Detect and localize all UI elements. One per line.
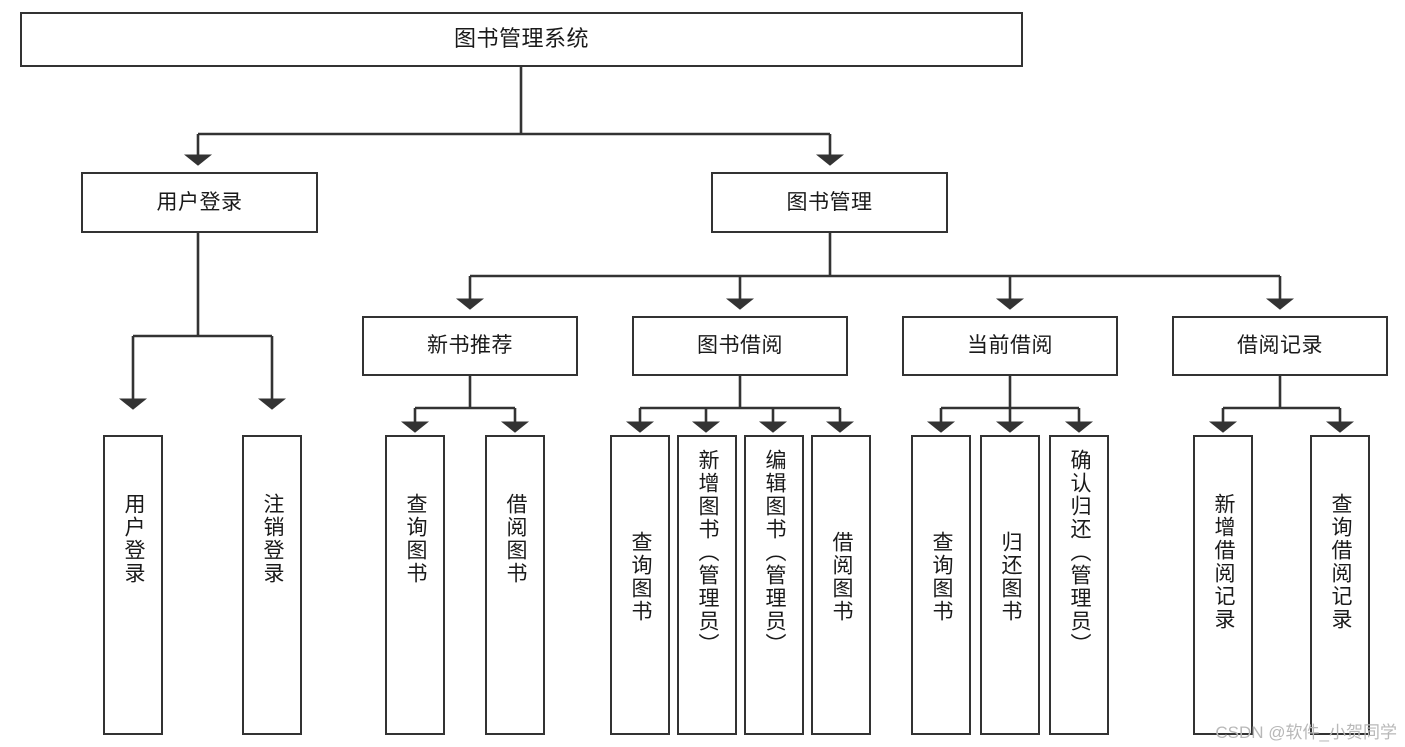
node-label: 确认归还（管理员） (1068, 449, 1092, 656)
node-label: 编辑图书（管理员） (763, 449, 787, 656)
edges-root (183, 67, 845, 166)
node-label: 图书借阅 (697, 334, 783, 358)
leaf-add-borrow-record[interactable]: 新增借阅记录 (1193, 435, 1253, 735)
leaf-logout[interactable]: 注销登录 (242, 435, 302, 735)
leaf-query-book-borrow[interactable]: 查询图书 (610, 435, 670, 735)
node-root-system[interactable]: 图书管理系统 (20, 12, 1023, 67)
edges-book-borrow (625, 376, 855, 433)
node-current-borrow[interactable]: 当前借阅 (902, 316, 1118, 376)
node-label: 图书管理系统 (453, 26, 589, 52)
node-label: 借阅图书 (504, 493, 528, 585)
leaf-query-book-current[interactable]: 查询图书 (911, 435, 971, 735)
leaf-query-borrow-record[interactable]: 查询借阅记录 (1310, 435, 1370, 735)
leaf-edit-book-admin[interactable]: 编辑图书（管理员） (744, 435, 804, 735)
node-label: 借阅记录 (1237, 334, 1323, 358)
node-label: 查询图书 (629, 531, 653, 623)
edges-borrow-record (1208, 376, 1355, 433)
edges-new-book-rec (400, 376, 530, 433)
leaf-borrow-book-borrow[interactable]: 借阅图书 (811, 435, 871, 735)
edges-book-manage (455, 233, 1295, 310)
leaf-user-login[interactable]: 用户登录 (103, 435, 163, 735)
node-label: 查询图书 (404, 493, 428, 585)
node-user-login[interactable]: 用户登录 (81, 172, 318, 233)
leaf-confirm-return-admin[interactable]: 确认归还（管理员） (1049, 435, 1109, 735)
node-label: 用户登录 (122, 493, 146, 585)
node-label: 用户登录 (156, 190, 243, 214)
node-label: 新书推荐 (427, 334, 513, 358)
edges-current-borrow (926, 376, 1094, 433)
edges-user-login (118, 233, 287, 410)
node-label: 归还图书 (999, 531, 1023, 623)
leaf-borrow-book-recommend[interactable]: 借阅图书 (485, 435, 545, 735)
node-label: 新增图书（管理员） (696, 449, 720, 656)
leaf-query-book-recommend[interactable]: 查询图书 (385, 435, 445, 735)
node-borrow-record[interactable]: 借阅记录 (1172, 316, 1388, 376)
node-label: 图书管理 (786, 190, 873, 214)
node-label: 查询图书 (930, 531, 954, 623)
leaf-return-book[interactable]: 归还图书 (980, 435, 1040, 735)
node-book-borrow[interactable]: 图书借阅 (632, 316, 848, 376)
leaf-add-book-admin[interactable]: 新增图书（管理员） (677, 435, 737, 735)
node-label: 新增借阅记录 (1212, 493, 1236, 631)
watermark-text: CSDN @软件_小贺同学 (1215, 723, 1397, 742)
node-label: 当前借阅 (967, 334, 1053, 358)
node-label: 借阅图书 (830, 531, 854, 623)
node-label: 注销登录 (261, 493, 285, 585)
node-label: 查询借阅记录 (1329, 493, 1353, 631)
node-new-book-recommend[interactable]: 新书推荐 (362, 316, 578, 376)
node-book-manage[interactable]: 图书管理 (711, 172, 948, 233)
